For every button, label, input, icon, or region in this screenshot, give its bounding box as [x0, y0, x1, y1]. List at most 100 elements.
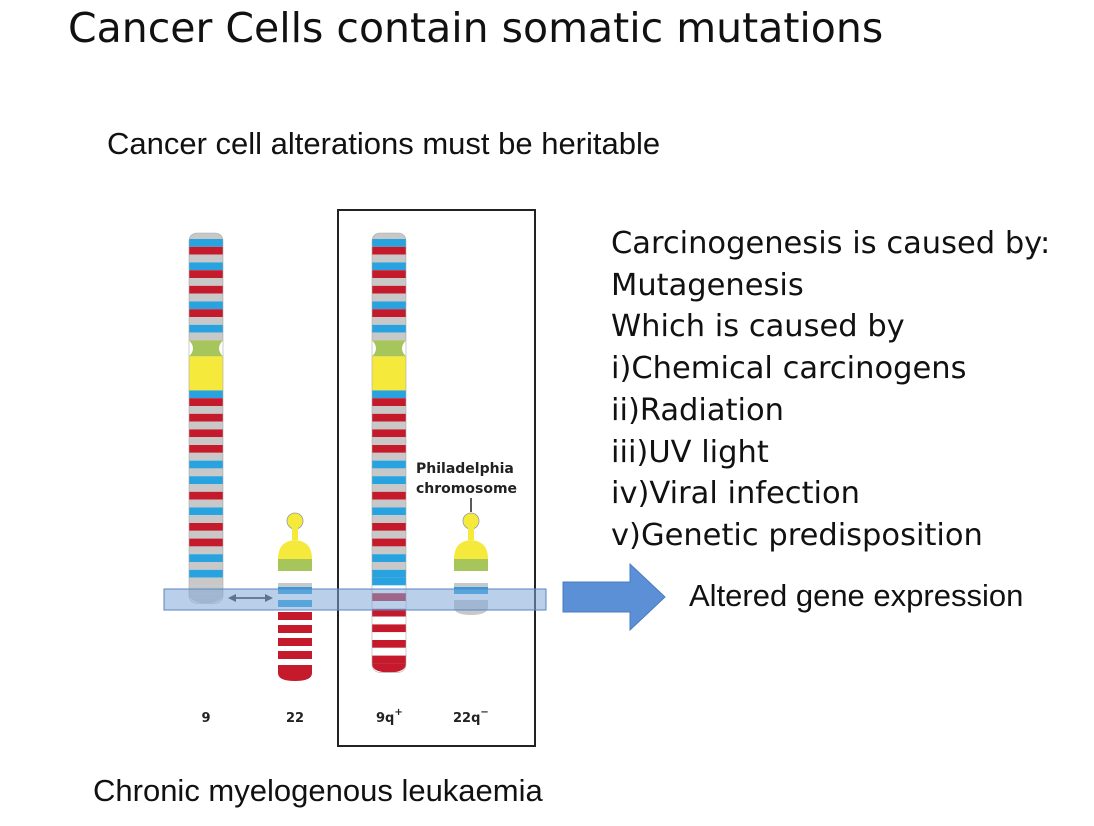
satellite-tip — [286, 512, 304, 530]
telomere-cap — [278, 673, 312, 681]
chromosome-band — [372, 246, 406, 255]
chromosome-band — [189, 301, 223, 310]
chromosome-band — [372, 499, 406, 508]
cause-item: iv)Viral infection — [611, 476, 860, 512]
chromosome-band — [189, 254, 223, 263]
chromosome-band — [278, 612, 312, 620]
chromosome-band — [372, 515, 406, 523]
chromosome-band — [372, 562, 406, 570]
chromosome-band — [189, 523, 223, 531]
chromosome-band — [189, 491, 223, 500]
chromosome-band — [372, 390, 406, 399]
chromosome-band — [189, 390, 223, 399]
chromosome-band — [372, 616, 406, 625]
chromosome-band — [189, 468, 223, 477]
chromosome-band — [372, 484, 406, 492]
chromosome-band — [189, 429, 223, 438]
chromosome-band — [189, 437, 223, 445]
chromosome-band — [372, 278, 406, 286]
philadelphia-label-line2: chromosome — [416, 481, 517, 497]
chromosome-band — [189, 406, 223, 414]
chromosome-band — [372, 468, 406, 477]
chromosome-band — [278, 633, 312, 638]
chromosome-band — [189, 546, 223, 555]
telomere-cap — [372, 663, 406, 673]
chromosome-band — [372, 523, 406, 531]
chromosome-band — [372, 429, 406, 438]
chromosome-9q-plus — [371, 232, 407, 673]
chromosome-band — [372, 324, 406, 333]
chromosome-band — [189, 515, 223, 523]
cause-item: i)Chemical carcinogens — [611, 351, 967, 387]
chromosome-band — [372, 317, 406, 325]
slide-title: Cancer Cells contain somatic mutations — [68, 4, 884, 52]
chromosome-band — [189, 309, 223, 317]
chromosome-band — [189, 538, 223, 547]
chromosome-band — [372, 421, 406, 430]
chromosome-band — [278, 620, 312, 625]
chromosome-band — [189, 507, 223, 516]
chromosome-band — [189, 270, 223, 278]
chromosome-band — [372, 640, 406, 648]
chromosome-band — [189, 569, 223, 578]
chromosome-band — [372, 293, 406, 302]
breakpoint-highlight — [163, 588, 547, 611]
cause-item: Which is caused by — [611, 309, 905, 345]
heterochromatin-band — [372, 356, 406, 391]
cause-item: Mutagenesis — [611, 267, 804, 303]
chromosome-band — [372, 309, 406, 317]
chromosome-band — [189, 246, 223, 255]
chromosome-band — [189, 460, 223, 469]
chromosome-outline — [371, 232, 407, 673]
chromosome-band — [372, 460, 406, 469]
chromosome-9 — [188, 232, 224, 604]
philadelphia-label-line1: Philadelphia — [416, 461, 514, 477]
chromosome-band — [372, 538, 406, 547]
chromosome-band — [278, 651, 312, 659]
chromosome-band — [372, 445, 406, 453]
result-label: Altered gene expression — [689, 578, 1024, 613]
chromosome-band — [189, 317, 223, 325]
chromosome-band — [372, 632, 406, 640]
chromosome-band — [278, 583, 312, 587]
chromosome-band — [189, 262, 223, 271]
chromosome-band — [372, 398, 406, 406]
chromosome-band — [372, 491, 406, 500]
label-22q-minus: 22q− — [453, 707, 489, 726]
chromosome-band — [189, 239, 223, 247]
chromosome-band — [372, 577, 406, 586]
short-arm — [278, 540, 312, 559]
chromosome-band — [372, 546, 406, 555]
chromosome-band — [189, 530, 223, 539]
cause-item: iii)UV light — [611, 434, 769, 470]
chromosome-band — [454, 583, 488, 587]
chromosome-band — [278, 638, 312, 646]
chromosome-band — [372, 452, 406, 461]
chromosome-band — [189, 398, 223, 406]
chromosome-band — [189, 577, 223, 586]
short-arm — [454, 540, 488, 559]
chromosome-band — [372, 270, 406, 278]
satellite-tip — [462, 512, 480, 530]
chromosome-band — [372, 406, 406, 414]
chromosome-band — [189, 554, 223, 562]
centromere — [372, 340, 406, 357]
chromosome-band — [189, 413, 223, 422]
result-arrow-icon — [562, 562, 666, 632]
cause-item: ii)Radiation — [611, 392, 785, 428]
chromosome-band — [454, 571, 488, 583]
chromosome-band — [189, 484, 223, 492]
chromosome-band — [189, 278, 223, 286]
chromosome-band — [278, 665, 312, 673]
chromosome-band — [278, 625, 312, 633]
slide-subtitle: Cancer cell alterations must be heritabl… — [107, 126, 661, 161]
chromosome-band — [372, 301, 406, 310]
centromere — [189, 340, 223, 357]
chromosome-band — [372, 239, 406, 247]
label-22q-sup: − — [480, 707, 488, 718]
satellite-stalk — [468, 528, 474, 540]
chromosome-band — [372, 554, 406, 562]
satellite-stalk — [292, 528, 298, 540]
chromosome-band — [372, 285, 406, 294]
